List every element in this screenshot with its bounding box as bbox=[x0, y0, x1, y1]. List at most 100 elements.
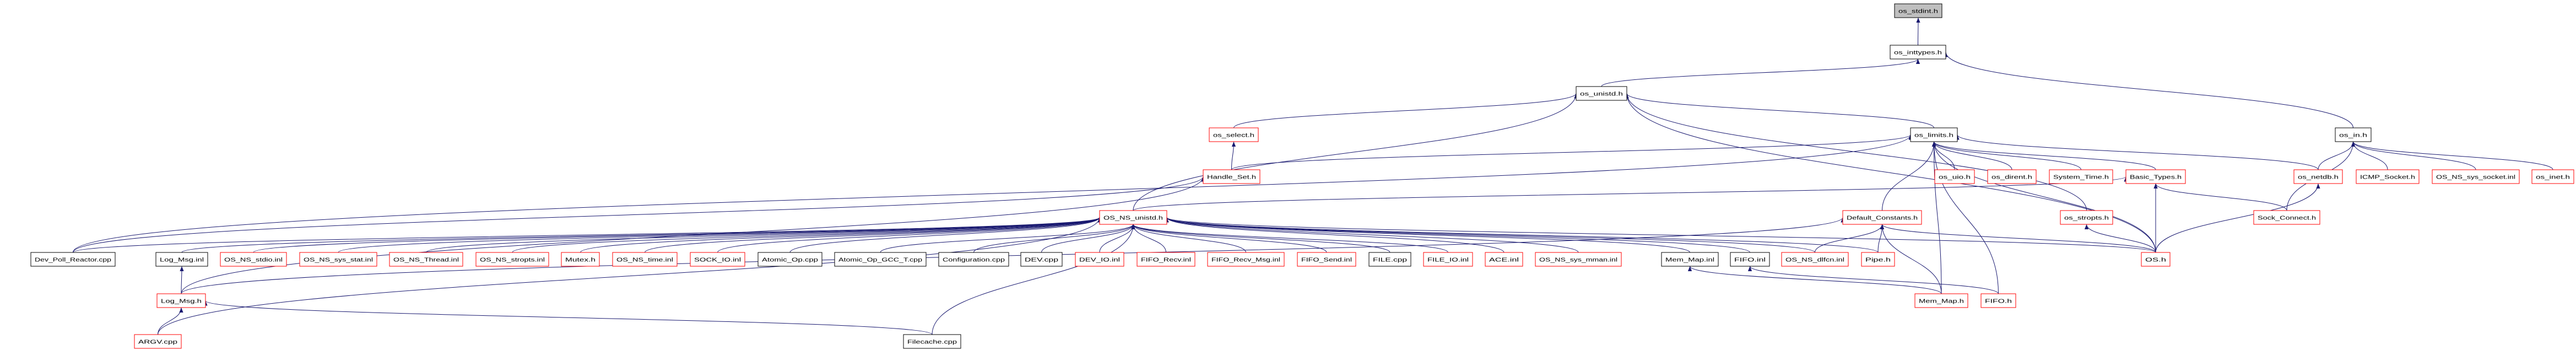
node-os-ns-sys-socket[interactable]: OS_NS_sys_socket.inl bbox=[2432, 169, 2520, 184]
node-ace-inl[interactable]: ACE.inl bbox=[1485, 252, 1523, 267]
node-os-stropts[interactable]: os_stropts.h bbox=[2060, 210, 2113, 225]
node-label: FIFO.h bbox=[1985, 299, 2012, 305]
node-label: OS_NS_sys_mman.inl bbox=[1539, 257, 1617, 263]
node-label: os_netdb.h bbox=[2298, 175, 2339, 181]
node-sock-io[interactable]: SOCK_IO.inl bbox=[690, 252, 745, 267]
node-box bbox=[1842, 210, 1922, 225]
node-label: FILE.cpp bbox=[1373, 257, 1408, 263]
node-file[interactable]: FILE.cpp bbox=[1368, 252, 1411, 267]
edge-OS_NS_unistd-to-Basic_Types bbox=[1133, 176, 2128, 211]
node-label: OS_NS_Thread.inl bbox=[393, 257, 459, 263]
node-label: Basic_Types.h bbox=[2130, 175, 2182, 181]
edge-Dev_Poll_Reactor-to-os_limits bbox=[73, 134, 1913, 253]
node-os-stdint[interactable]: os_stdint.h bbox=[1894, 3, 1942, 18]
edge-OS-to-Default_Constants bbox=[1880, 224, 2156, 253]
edge-ARGV-to-Log_Msg_h bbox=[158, 307, 183, 335]
node-os-unistd[interactable]: os_unistd.h bbox=[1576, 86, 1627, 101]
edge-Handle_Set-to-os_limits bbox=[1231, 134, 1913, 170]
node-pipe[interactable]: Pipe.h bbox=[1861, 252, 1895, 267]
node-log-msg-inl[interactable]: Log_Msg.inl bbox=[155, 252, 208, 267]
node-mem-map-inl[interactable]: Mem_Map.inl bbox=[1661, 252, 1719, 267]
node-log-msg-h[interactable]: Log_Msg.h bbox=[156, 293, 206, 308]
node-os-ns-thread[interactable]: OS_NS_Thread.inl bbox=[389, 252, 463, 267]
node-label: os_stropts.h bbox=[2064, 216, 2109, 222]
node-filecache[interactable]: Filecache.cpp bbox=[903, 334, 961, 349]
node-os-inet[interactable]: os_inet.h bbox=[2531, 169, 2574, 184]
node-os-ns-time[interactable]: OS_NS_time.inl bbox=[612, 252, 678, 267]
node-box bbox=[1075, 252, 1124, 267]
node-box bbox=[2293, 169, 2343, 184]
node-label: FIFO_Send.inl bbox=[1301, 257, 1352, 263]
node-os-ns-sys-stat[interactable]: OS_NS_sys_stat.inl bbox=[299, 252, 377, 267]
node-os-ns-unistd[interactable]: OS_NS_unistd.h bbox=[1099, 210, 1167, 225]
node-atomic-op[interactable]: Atomic_Op.cpp bbox=[757, 252, 822, 267]
node-label: Dev_Poll_Reactor.cpp bbox=[35, 257, 112, 263]
edge-os_unistd-to-os_inttypes bbox=[1601, 58, 1920, 87]
edge-OS-to-os_limits bbox=[1931, 141, 2156, 253]
node-os-netdb[interactable]: os_netdb.h bbox=[2293, 169, 2343, 184]
node-mutex[interactable]: Mutex.h bbox=[561, 252, 600, 267]
node-box bbox=[2141, 252, 2171, 267]
node-fifo-inl[interactable]: FIFO.inl bbox=[1730, 252, 1770, 267]
edge-os_stropts-to-os_unistd bbox=[1625, 93, 2087, 211]
edge-Default_Constants-to-os_limits bbox=[1882, 141, 1936, 211]
node-label: OS_NS_stdio.inl bbox=[224, 257, 283, 263]
node-os[interactable]: OS.h bbox=[2141, 252, 2171, 267]
node-os-ns-stropts[interactable]: OS_NS_stropts.inl bbox=[475, 252, 549, 267]
node-default-constants[interactable]: Default_Constants.h bbox=[1842, 210, 1922, 225]
node-box bbox=[834, 252, 927, 267]
node-label: Atomic_Op_GCC_T.cpp bbox=[838, 257, 923, 263]
edge-Atomic_Op_GCC_T-to-OS_NS_unistd bbox=[880, 224, 1135, 253]
node-atomic-op-gcc-t[interactable]: Atomic_Op_GCC_T.cpp bbox=[834, 252, 927, 267]
edge-Log_Msg_h-to-Handle_Set bbox=[181, 176, 1205, 294]
node-label: Handle_Set.h bbox=[1207, 175, 1256, 181]
node-os-dirent[interactable]: os_dirent.h bbox=[1987, 169, 2037, 184]
node-os-inttypes[interactable]: os_inttypes.h bbox=[1890, 45, 1946, 60]
edge-ICMP_Socket-to-os_in bbox=[2351, 141, 2388, 170]
node-label: OS_NS_sys_stat.inl bbox=[304, 257, 373, 263]
node-dev-poll-reactor[interactable]: Dev_Poll_Reactor.cpp bbox=[30, 252, 116, 267]
node-box bbox=[2253, 210, 2320, 225]
node-file-io[interactable]: FILE_IO.inl bbox=[1423, 252, 1473, 267]
node-fifo-h[interactable]: FIFO.h bbox=[1980, 293, 2016, 308]
node-os-in[interactable]: os_in.h bbox=[2335, 127, 2372, 142]
node-box bbox=[1020, 252, 1063, 267]
node-mem-map-h[interactable]: Mem_Map.h bbox=[1914, 293, 1968, 308]
node-os-select[interactable]: os_select.h bbox=[1209, 127, 1259, 142]
node-fifo-send[interactable]: FIFO_Send.inl bbox=[1297, 252, 1356, 267]
node-box bbox=[156, 293, 206, 308]
node-label: Mem_Map.h bbox=[1919, 299, 1964, 305]
edge-Filecache-to-Log_Msg_h bbox=[203, 300, 933, 335]
node-handle-set[interactable]: Handle_Set.h bbox=[1203, 169, 1260, 184]
node-os-ns-dlfcn[interactable]: OS_NS_dlfcn.inl bbox=[1781, 252, 1849, 267]
edge-OS_NS_stropts-to-OS_NS_unistd bbox=[512, 217, 1102, 253]
edge-Log_Msg_inl-to-OS_NS_unistd bbox=[181, 217, 1102, 253]
node-sock-connect[interactable]: Sock_Connect.h bbox=[2253, 210, 2320, 225]
node-basic-types[interactable]: Basic_Types.h bbox=[2125, 169, 2186, 184]
node-os-ns-sys-mman[interactable]: OS_NS_sys_mman.inl bbox=[1535, 252, 1622, 267]
node-os-ns-stdio[interactable]: OS_NS_stdio.inl bbox=[220, 252, 287, 267]
node-box bbox=[220, 252, 287, 267]
edge-Dev_Poll_Reactor-to-OS_NS_unistd bbox=[73, 217, 1102, 253]
node-system-time[interactable]: System_Time.h bbox=[2049, 169, 2113, 184]
node-os-uio[interactable]: os_uio.h bbox=[1934, 169, 1975, 184]
node-argv[interactable]: ARGV.cpp bbox=[134, 334, 182, 349]
edge-Mem_Map_inl-to-OS_NS_unistd bbox=[1165, 217, 1690, 253]
edge-os_inet-to-os_in bbox=[2351, 141, 2553, 170]
node-box bbox=[2049, 169, 2113, 184]
edge-Pipe-to-OS_NS_unistd bbox=[1165, 217, 1879, 253]
node-box bbox=[903, 334, 961, 349]
node-dev-io[interactable]: DEV_IO.inl bbox=[1075, 252, 1124, 267]
node-icmp-socket[interactable]: ICMP_Socket.h bbox=[2356, 169, 2420, 184]
node-dev[interactable]: DEV.cpp bbox=[1020, 252, 1063, 267]
node-fifo-recv[interactable]: FIFO_Recv.inl bbox=[1137, 252, 1195, 267]
edge-System_Time-to-os_limits bbox=[1931, 141, 2081, 170]
edge-OS_NS_sys_stat-to-OS_NS_unistd bbox=[338, 217, 1102, 253]
edge-Filecache-to-OS_NS_unistd bbox=[932, 224, 1135, 335]
node-os-limits[interactable]: os_limits.h bbox=[1910, 127, 1958, 142]
node-box bbox=[690, 252, 745, 267]
node-configuration[interactable]: Configuration.cpp bbox=[938, 252, 1009, 267]
node-fifo-recv-msg[interactable]: FIFO_Recv_Msg.inl bbox=[1207, 252, 1285, 267]
edge-os_inttypes-to-os_stdint bbox=[1916, 17, 1920, 46]
